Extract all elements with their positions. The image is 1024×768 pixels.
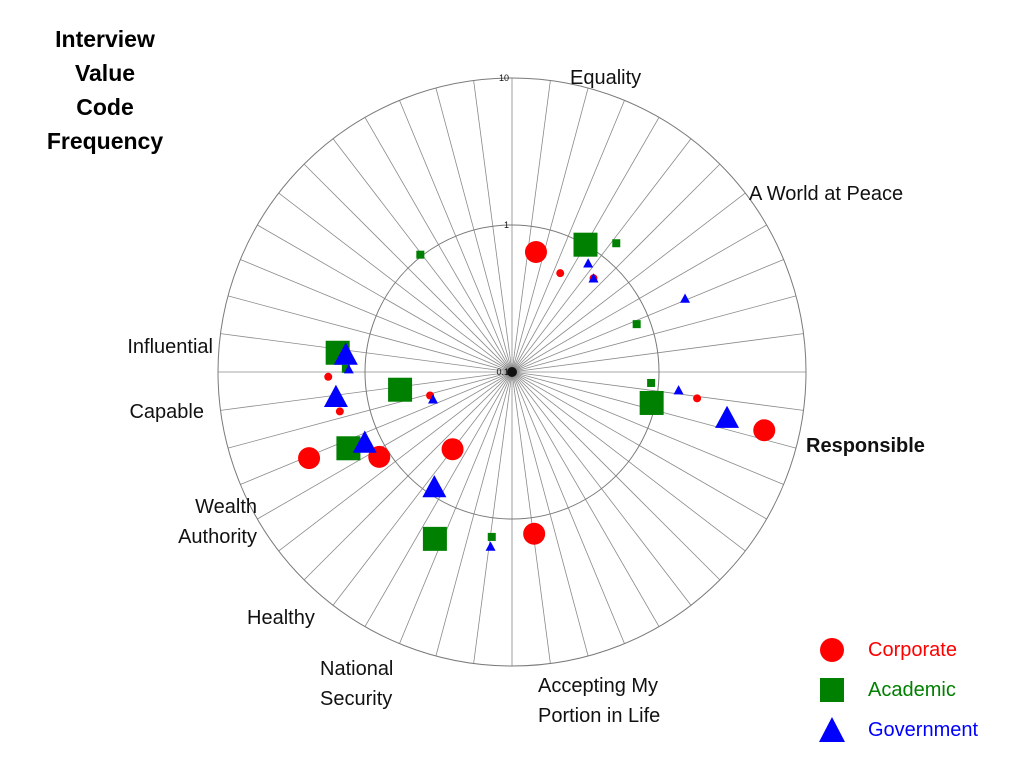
academic-point	[632, 320, 641, 329]
category-label: Responsible	[806, 435, 925, 457]
radial-tick-label: 10	[499, 73, 509, 83]
title-line-3: Code	[76, 94, 134, 120]
government-point	[715, 405, 740, 428]
data-marks	[298, 232, 776, 551]
government-point	[588, 273, 599, 283]
polar-grid	[217, 77, 807, 667]
category-label: Equality	[570, 67, 641, 89]
corporate-point	[441, 438, 464, 461]
legend-item-corporate: Corporate	[812, 630, 1012, 670]
center-hub	[507, 367, 517, 377]
legend: Corporate Academic Government	[812, 630, 1012, 750]
radial-tick-labels: 0.1 1 10	[496, 73, 509, 377]
grid-ring	[364, 224, 660, 520]
corporate-point	[335, 407, 344, 416]
legend-circle-icon	[820, 638, 844, 662]
academic-point	[422, 526, 447, 551]
academic-point	[388, 377, 413, 402]
legend-label-academic: Academic	[868, 678, 956, 701]
title-line-2: Value	[74, 60, 136, 86]
academic-point	[573, 232, 598, 257]
category-label: Influential	[127, 336, 213, 358]
corporate-point	[523, 522, 546, 545]
academic-point	[639, 390, 664, 415]
category-labels: Equality A World at PeaceResponsibleAccep…	[127, 67, 925, 727]
legend-item-academic: Academic	[812, 670, 1012, 710]
legend-item-government: Government	[812, 710, 1012, 750]
corporate-point	[324, 372, 333, 381]
government-point	[323, 384, 348, 407]
radial-tick-label: 0.1	[496, 367, 509, 377]
government-point	[583, 258, 594, 268]
title-line-4: Frequency	[46, 128, 164, 154]
government-point	[673, 385, 684, 395]
category-label: Capable	[129, 401, 204, 423]
academic-point	[612, 239, 621, 248]
academic-point	[487, 532, 496, 541]
government-point	[680, 293, 691, 303]
legend-triangle-icon	[819, 717, 845, 742]
category-label: A World at Peace	[749, 183, 903, 205]
academic-point	[341, 364, 350, 373]
government-point	[343, 364, 354, 374]
corporate-point	[753, 419, 776, 442]
legend-label-government: Government	[868, 718, 979, 741]
corporate-point	[693, 394, 702, 403]
government-point	[428, 394, 439, 404]
government-point	[333, 342, 358, 365]
chart-title: Interview Value Code Frequency	[20, 22, 190, 158]
government-point	[485, 541, 496, 551]
category-label: Healthy	[247, 607, 315, 629]
government-point	[352, 430, 377, 453]
corporate-point	[524, 240, 547, 263]
grid-ring	[217, 77, 807, 667]
corporate-point	[298, 447, 321, 470]
government-point	[422, 475, 447, 498]
title-line-1: Interview	[55, 26, 155, 52]
corporate-point	[556, 269, 565, 278]
legend-square-icon	[820, 678, 844, 702]
legend-label-corporate: Corporate	[868, 638, 957, 661]
academic-point	[416, 250, 425, 259]
academic-point	[647, 378, 656, 387]
radial-tick-label: 1	[504, 220, 509, 230]
